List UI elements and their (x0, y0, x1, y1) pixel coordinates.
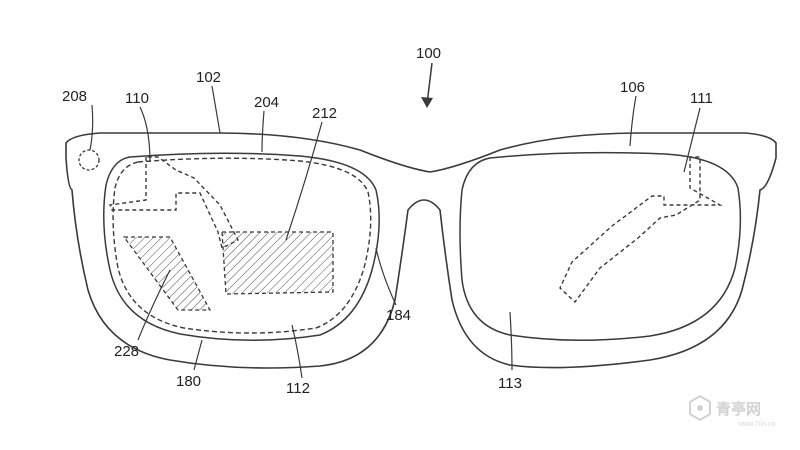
watermark-logo: 青亭网 www.7tin.cn (689, 394, 775, 428)
watermark-text: 青亭网 (716, 400, 761, 418)
display-204-outline (112, 157, 372, 334)
ref-label-228: 228 (114, 343, 139, 360)
ref-label-111: 111 (690, 90, 713, 107)
region-228 (122, 236, 212, 311)
ref-label-204: 204 (254, 94, 279, 111)
ref-label-113: 113 (498, 375, 522, 392)
ref-label-212: 212 (312, 105, 337, 122)
display-region-212 (221, 231, 334, 295)
leader-lines (89, 85, 701, 379)
sensor-208 (78, 149, 100, 171)
frame-outline (65, 132, 777, 369)
lens-113-rim (459, 151, 742, 341)
component-110 (109, 156, 239, 250)
ref-label-100: 100 (416, 45, 441, 62)
ref-label-184: 184 (386, 307, 411, 324)
ref-label-110: 110 (125, 90, 149, 107)
arrow-100 (421, 62, 433, 108)
ref-label-180: 180 (176, 373, 201, 390)
component-111 (559, 156, 723, 304)
ref-label-112: 112 (286, 380, 310, 397)
ref-label-102: 102 (196, 69, 221, 86)
watermark-url: www.7tin.cn (737, 421, 775, 428)
lens-112-rim (103, 152, 380, 341)
ref-label-208: 208 (62, 88, 87, 105)
ref-label-106: 106 (620, 79, 645, 96)
